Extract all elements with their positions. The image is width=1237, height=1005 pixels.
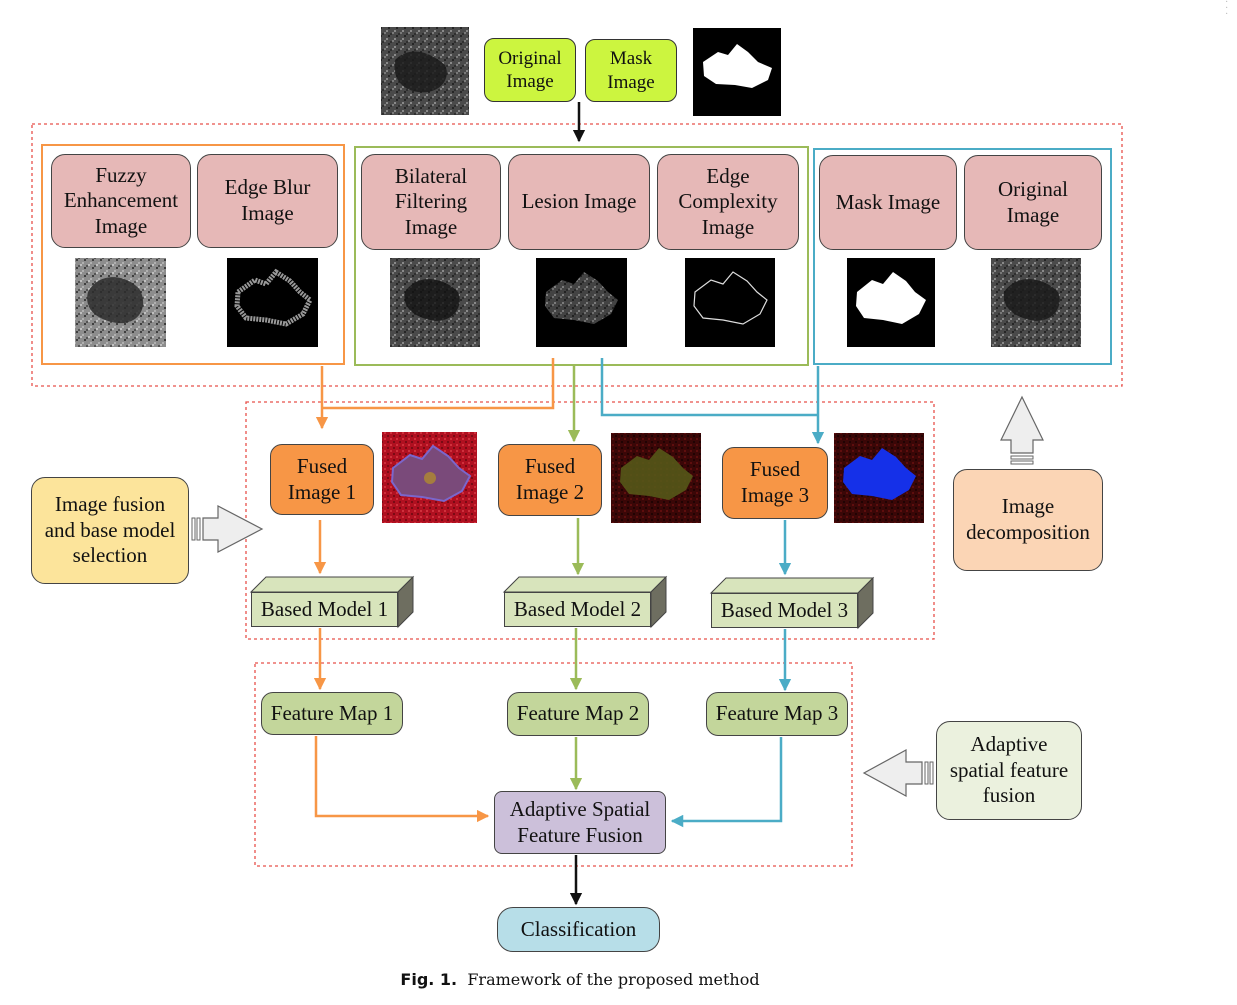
kebab-menu-icon[interactable]: ··· [1225,0,1229,20]
decomposition-frame [31,123,1123,387]
arrow-blue-from-lesion [600,358,818,417]
original-image-input: Original Image [484,38,576,102]
fused-image-1: Fused Image 1 [270,444,374,515]
scan-thumbnail-top [381,27,469,115]
fuzzy-enhancement-box: Fuzzy Enhancement Image [51,154,191,248]
block-arrow-icon-right [191,505,264,553]
caption-label: Fig. 1. [400,970,458,989]
group-orange-frame [41,144,345,365]
based-model-1: Based Model 1 [251,592,398,627]
feature-map-2: Feature Map 2 [507,692,649,736]
model-block-1-3d [249,575,415,629]
original-thumbnail-decomp [991,258,1081,347]
feature-map-1: Feature Map 1 [261,692,403,735]
fused-image-2: Fused Image 2 [498,444,602,516]
block-arrow-icon-left [862,748,934,798]
caption-text: Framework of the proposed method [467,970,760,989]
fused-thumbnail-1 [382,432,477,523]
fused-image-3: Fused Image 3 [722,447,828,519]
arrow-orange-map-asff [314,736,490,823]
figure-caption: Fig. 1. Framework of the proposed method [0,970,1160,989]
classification-box: Classification [497,907,660,952]
edge-blur-box: Edge Blur Image [197,154,338,248]
group-green-frame [354,146,809,366]
mask-image-input: Mask Image [585,39,677,102]
group-blue-frame [813,148,1112,365]
original-image-box: Original Image [964,155,1102,250]
block-arrow-icon-up [1000,395,1044,465]
fused-thumbnail-3 [834,433,924,523]
image-fusion-selection-note: Image fusion and base model selection [31,477,189,584]
edge-complexity-box: Edge Complexity Image [657,154,799,250]
lesion-thumbnail [536,258,627,347]
fusion-frame [245,401,935,640]
mask-thumbnail-decomp [847,258,935,347]
lesion-image-box: Lesion Image [508,154,650,250]
based-model-2: Based Model 2 [504,592,651,627]
feature-map-3: Feature Map 3 [706,692,848,736]
arrow-blue-map-asff [670,737,783,828]
arrow-orange-from-bilateral [322,358,555,410]
bilateral-thumbnail [390,258,480,347]
bilateral-filtering-box: Bilateral Filtering Image [361,154,501,250]
model-block-2-3d [502,575,668,629]
adaptive-spatial-feature-fusion-note: Adaptive spatial feature fusion [936,721,1082,820]
fuzzy-thumbnail [75,258,166,347]
feature-frame [254,662,853,867]
edge-blur-thumbnail [227,258,318,347]
based-model-3: Based Model 3 [711,593,858,628]
edge-complexity-thumbnail [685,258,775,347]
mask-image-box: Mask Image [819,155,957,250]
adaptive-spatial-feature-fusion-box: Adaptive Spatial Feature Fusion [494,791,666,854]
mask-thumbnail-top [693,28,781,116]
fused-thumbnail-2 [611,433,701,523]
image-decomposition-note: Image decomposition [953,469,1103,571]
